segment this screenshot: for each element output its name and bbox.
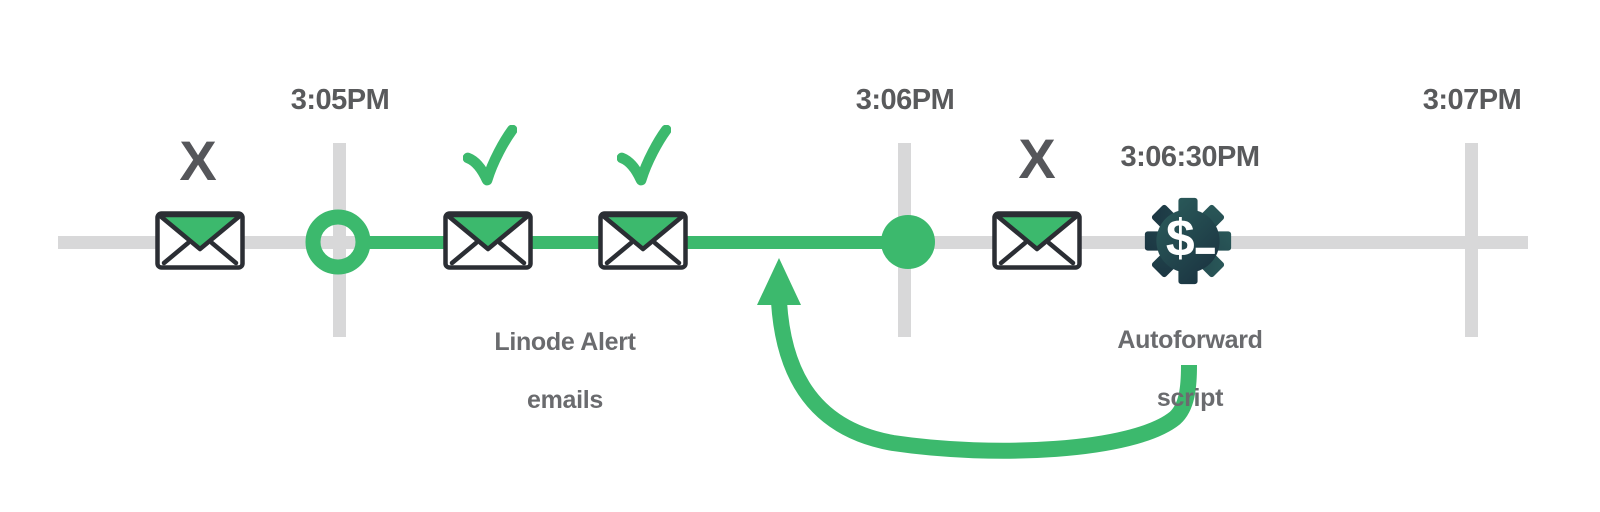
dollar-glyph: $ bbox=[1166, 208, 1195, 266]
time-label-3-06: 3:06PM bbox=[855, 84, 955, 116]
envelope-icon bbox=[992, 211, 1082, 270]
autoforward-caption-line1: Autoforward bbox=[1117, 326, 1263, 354]
tick-3-07 bbox=[1465, 143, 1478, 337]
underscore-glyph bbox=[1195, 247, 1215, 254]
time-label-3-07: 3:07PM bbox=[1422, 84, 1522, 116]
time-label-3-05: 3:05PM bbox=[290, 84, 390, 116]
fail-x-mark: X bbox=[1018, 126, 1056, 190]
end-dot bbox=[881, 215, 935, 269]
fail-x-mark: X bbox=[179, 128, 217, 192]
tick-3-05 bbox=[333, 143, 346, 337]
time-label-3-06-30: 3:06:30PM bbox=[1120, 141, 1260, 173]
check-icon bbox=[617, 125, 671, 186]
envelope-icon bbox=[155, 211, 245, 270]
start-ring-icon bbox=[305, 209, 371, 275]
alert-emails-caption: Linode Alert emails bbox=[440, 299, 690, 415]
autoforward-caption: Autoforward script bbox=[1065, 297, 1315, 413]
envelope-icon bbox=[443, 211, 533, 270]
loop-arrow-icon bbox=[757, 258, 1197, 459]
check-icon bbox=[463, 125, 517, 186]
alert-caption-line1: Linode Alert bbox=[494, 328, 636, 356]
gear-terminal-icon: $ bbox=[1144, 197, 1232, 285]
envelope-icon bbox=[598, 211, 688, 270]
autoforward-caption-line2: script bbox=[1156, 384, 1224, 412]
alert-caption-line2: emails bbox=[526, 386, 604, 414]
